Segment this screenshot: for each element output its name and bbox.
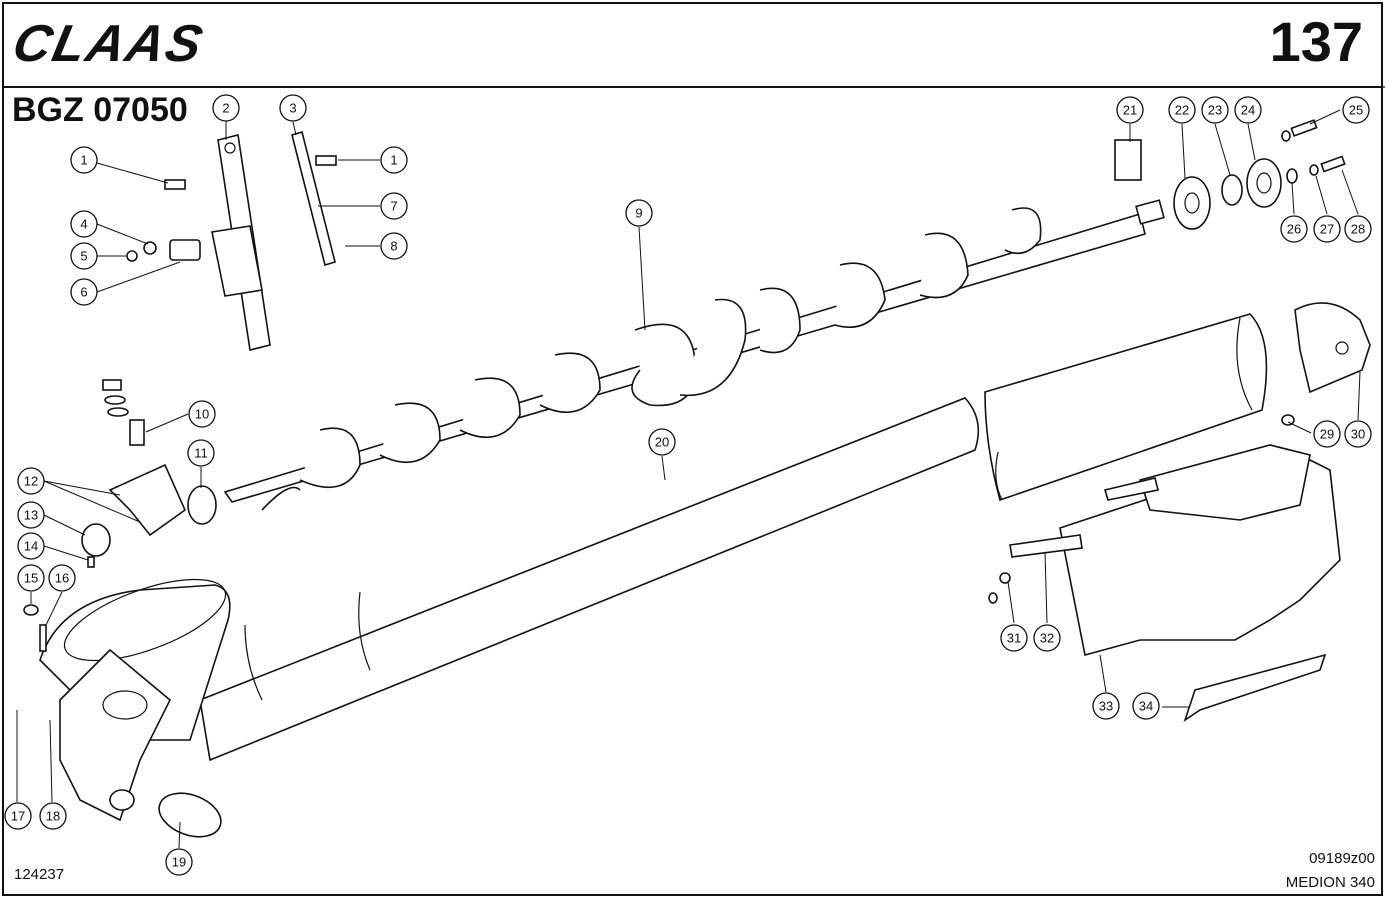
svg-text:17: 17 — [11, 809, 25, 824]
svg-text:18: 18 — [46, 809, 60, 824]
callout-1a: 1 — [70, 146, 98, 174]
callout-16: 16 — [48, 564, 76, 592]
callout-9: 9 — [625, 199, 653, 227]
callout-3: 3 — [279, 94, 307, 122]
callout-20: 20 — [648, 428, 676, 456]
svg-text:12: 12 — [24, 474, 38, 489]
svg-text:33: 33 — [1099, 699, 1113, 714]
svg-text:20: 20 — [655, 435, 669, 450]
assembly-group-code: BGZ 07050 — [12, 91, 188, 129]
svg-text:16: 16 — [55, 571, 69, 586]
svg-text:27: 27 — [1320, 222, 1334, 237]
callout-12: 12 — [17, 467, 45, 495]
svg-text:7: 7 — [390, 199, 397, 214]
callout-1b: 1 — [380, 146, 408, 174]
callout-14: 14 — [17, 532, 45, 560]
callout-22: 22 — [1168, 96, 1196, 124]
tube-assembly — [199, 302, 1371, 762]
svg-text:32: 32 — [1040, 631, 1054, 646]
callout-25: 25 — [1342, 96, 1370, 124]
cover-plate-assembly — [988, 414, 1341, 722]
callout-4: 4 — [70, 210, 98, 238]
callout-27: 27 — [1313, 215, 1341, 243]
callout-17: 17 — [4, 802, 32, 830]
callout-7: 7 — [380, 192, 408, 220]
svg-text:25: 25 — [1349, 103, 1363, 118]
svg-text:23: 23 — [1208, 103, 1222, 118]
bracket-parts — [126, 130, 337, 351]
svg-text:24: 24 — [1241, 103, 1255, 118]
svg-text:29: 29 — [1320, 427, 1334, 442]
callout-29: 29 — [1313, 420, 1341, 448]
callout-21: 21 — [1116, 96, 1144, 124]
callout-11: 11 — [187, 439, 215, 467]
callout-24: 24 — [1234, 96, 1262, 124]
svg-text:3: 3 — [289, 101, 296, 116]
svg-text:34: 34 — [1139, 699, 1153, 714]
svg-text:1: 1 — [390, 153, 397, 168]
leader-lines — [16, 109, 1361, 849]
callout-2: 2 — [212, 94, 240, 122]
callout-6: 6 — [70, 278, 98, 306]
svg-text:26: 26 — [1287, 222, 1301, 237]
drawing-id: 124237 — [14, 866, 65, 883]
bearing-parts — [1114, 119, 1346, 230]
auger-shaft — [223, 199, 1165, 511]
model-name: MEDION 340 — [1285, 874, 1375, 891]
callout-15: 15 — [17, 564, 45, 592]
svg-text:2: 2 — [222, 101, 229, 116]
callout-19: 19 — [165, 848, 193, 876]
callout-34: 34 — [1132, 692, 1160, 720]
svg-text:8: 8 — [390, 239, 397, 254]
svg-text:9: 9 — [635, 206, 642, 221]
svg-text:19: 19 — [172, 855, 186, 870]
callout-18: 18 — [39, 802, 67, 830]
svg-text:22: 22 — [1175, 103, 1189, 118]
svg-text:14: 14 — [24, 539, 38, 554]
callout-33: 33 — [1092, 692, 1120, 720]
svg-text:15: 15 — [24, 571, 38, 586]
bearing-bracket-parts — [23, 379, 217, 652]
callout-28: 28 — [1344, 215, 1372, 243]
reference-code: 09189z00 — [1309, 850, 1375, 867]
svg-text:30: 30 — [1351, 427, 1365, 442]
svg-text:31: 31 — [1007, 631, 1021, 646]
svg-text:28: 28 — [1351, 222, 1365, 237]
svg-text:4: 4 — [80, 217, 87, 232]
callout-32: 32 — [1033, 624, 1061, 652]
callout-26: 26 — [1280, 215, 1308, 243]
callout-30: 30 — [1344, 420, 1372, 448]
svg-text:21: 21 — [1123, 103, 1137, 118]
callout-23: 23 — [1201, 96, 1229, 124]
svg-text:10: 10 — [195, 407, 209, 422]
header-divider — [2, 86, 1383, 88]
svg-text:1: 1 — [80, 153, 87, 168]
callout-31: 31 — [1000, 624, 1028, 652]
callout-5: 5 — [70, 242, 98, 270]
callout-8: 8 — [380, 232, 408, 260]
svg-text:11: 11 — [194, 446, 208, 461]
svg-text:13: 13 — [24, 508, 38, 523]
callout-13: 13 — [17, 501, 45, 529]
callout-10: 10 — [188, 400, 216, 428]
svg-text:5: 5 — [80, 249, 87, 264]
page-number: 137 — [1269, 10, 1363, 73]
svg-text:6: 6 — [80, 285, 87, 300]
end-housing — [39, 578, 231, 838]
